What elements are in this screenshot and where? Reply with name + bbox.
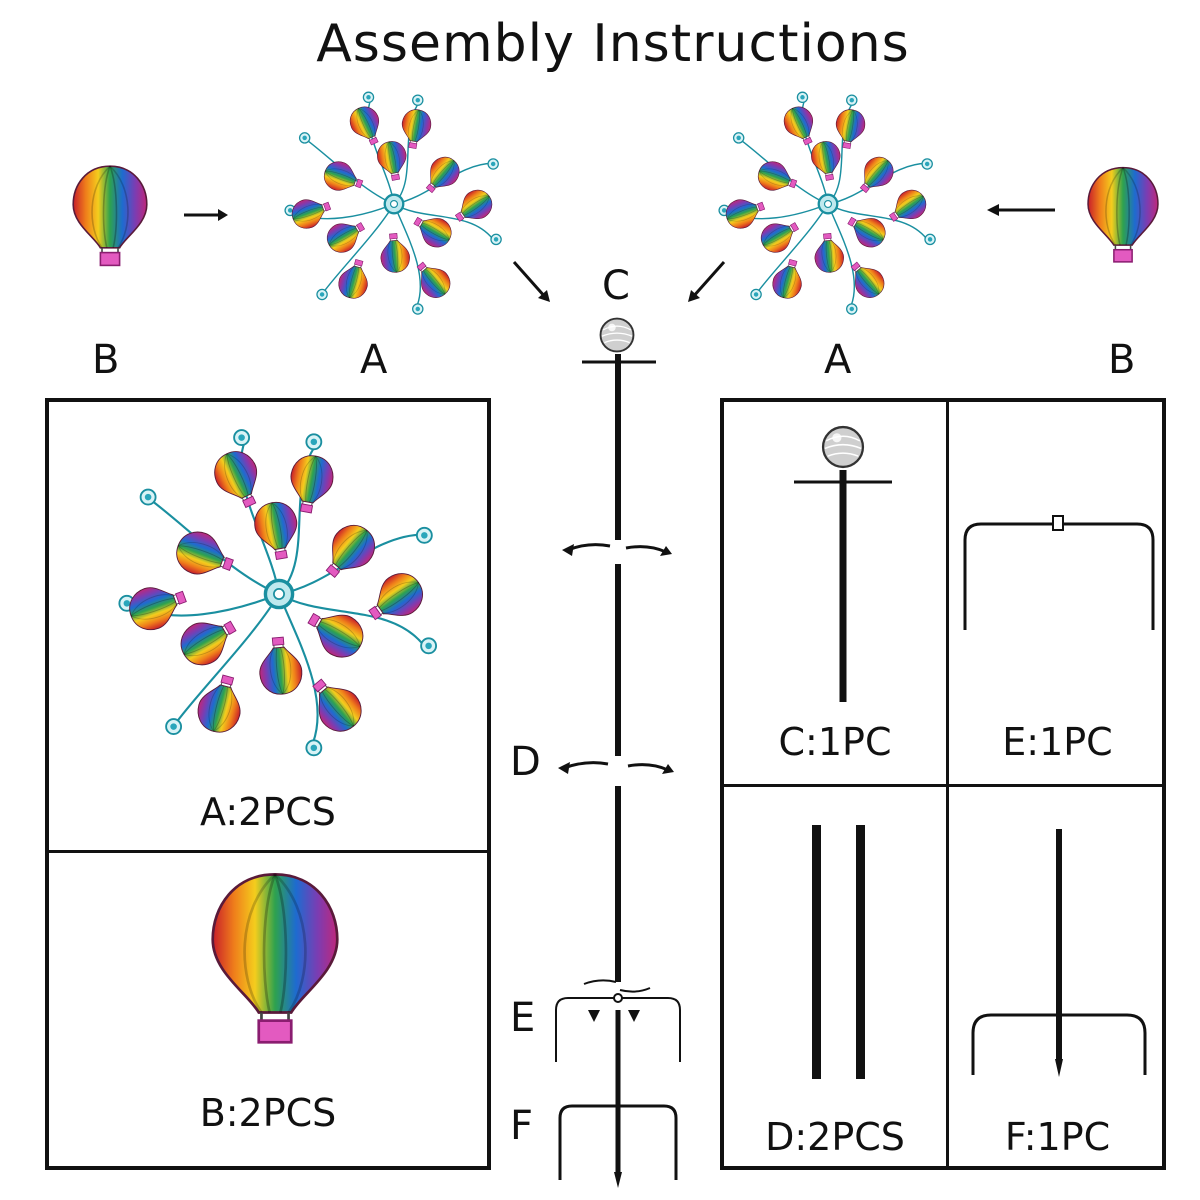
pole-c-part bbox=[794, 425, 892, 702]
part-c-cell: C:1PC bbox=[724, 402, 949, 787]
rods-d-part bbox=[812, 825, 865, 1079]
label-c-top: C bbox=[602, 263, 630, 309]
arrow-diagonal-right-icon bbox=[688, 261, 726, 302]
label-b-right: B bbox=[1108, 337, 1136, 383]
pinwheel-a-part bbox=[109, 424, 449, 764]
parts-panel-left: A:2PCS B:2PCS bbox=[45, 398, 491, 1170]
stake-f-part bbox=[971, 829, 1147, 1077]
part-f-caption: F:1PC bbox=[1004, 1115, 1111, 1159]
part-b-cell: B:2PCS bbox=[49, 853, 487, 1170]
part-c-caption: C:1PC bbox=[778, 720, 892, 764]
pinwheel-a-top-right bbox=[712, 88, 944, 320]
part-d-cell: D:2PCS bbox=[724, 787, 949, 1170]
stake-e-part bbox=[963, 515, 1155, 630]
arrow-diagonal-left-icon bbox=[512, 261, 550, 302]
label-b-left: B bbox=[92, 337, 120, 383]
balloon-b-top-left bbox=[72, 165, 148, 267]
balloon-b-top-right bbox=[1087, 166, 1159, 263]
assembled-pole-diagram bbox=[555, 317, 681, 1188]
part-e-caption: E:1PC bbox=[1002, 720, 1113, 764]
parts-panel-right: C:1PC E:1PC D:2PCS F:1PC bbox=[720, 398, 1166, 1170]
label-f-side: F bbox=[510, 1103, 534, 1149]
part-d-caption: D:2PCS bbox=[765, 1115, 905, 1159]
part-a-cell: A:2PCS bbox=[49, 402, 487, 853]
part-f-cell: F:1PC bbox=[949, 787, 1166, 1170]
arrow-right-icon bbox=[184, 209, 228, 221]
label-d-side: D bbox=[510, 739, 541, 785]
page-title: Assembly Instructions bbox=[316, 14, 910, 74]
arrow-left-icon bbox=[987, 204, 1055, 216]
label-e-side: E bbox=[510, 995, 536, 1041]
part-e-cell: E:1PC bbox=[949, 402, 1166, 787]
pinwheel-a-top-left bbox=[278, 88, 510, 320]
balloon-b-part bbox=[211, 873, 339, 1044]
part-a-caption: A:2PCS bbox=[200, 790, 336, 834]
label-a-left: A bbox=[360, 337, 388, 383]
label-a-right: A bbox=[824, 337, 852, 383]
part-b-caption: B:2PCS bbox=[199, 1091, 337, 1135]
